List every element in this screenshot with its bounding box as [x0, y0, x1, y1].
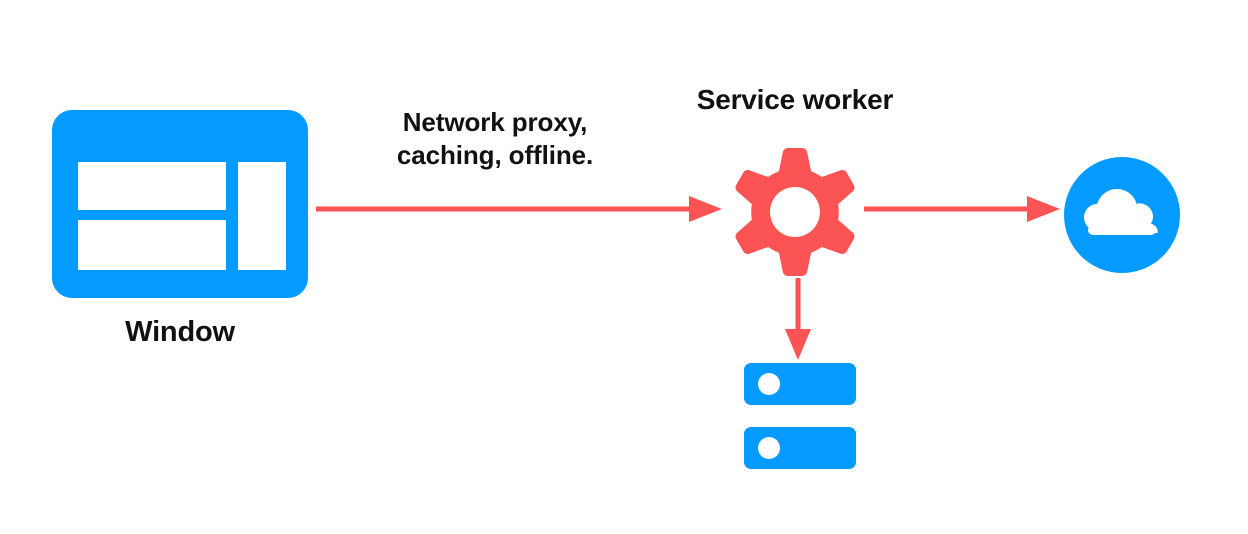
network-proxy-caption: Network proxy, caching, offline. [330, 106, 660, 173]
database-bar-bottom [744, 427, 856, 469]
database-node [744, 363, 856, 469]
network-proxy-caption-line-2: caching, offline. [396, 140, 594, 171]
database-indicator-dot [758, 437, 780, 459]
gear-icon [735, 148, 855, 276]
service-worker-node [731, 148, 859, 276]
database-indicator-dot [758, 373, 780, 395]
cloud-icon [1064, 157, 1180, 273]
service-worker-title: Service worker [696, 84, 894, 115]
window-pane-sidebar [238, 162, 286, 270]
database-bar-top [744, 363, 856, 405]
arrow-service-worker-to-cloud [864, 193, 1060, 225]
network-proxy-caption-line-1: Network proxy, [402, 107, 588, 137]
arrow-service-worker-to-database [782, 278, 814, 360]
window-pane-bottom [78, 220, 226, 270]
browser-window-icon [52, 110, 308, 298]
window-pane-top [78, 162, 226, 210]
window-node [52, 110, 308, 298]
arrow-window-to-service-worker [316, 193, 722, 225]
cloud-node [1064, 157, 1180, 273]
window-label: Window [125, 316, 235, 348]
